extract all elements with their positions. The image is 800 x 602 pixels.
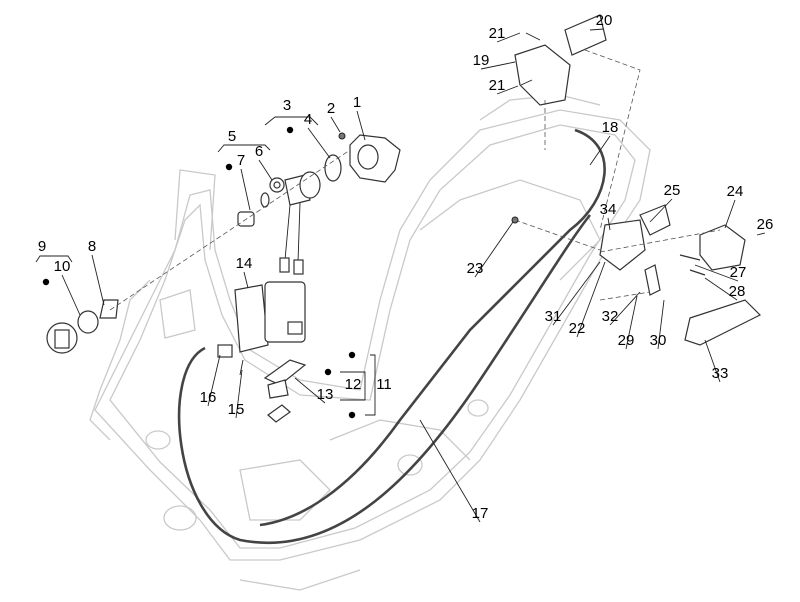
cable-18: [259, 128, 606, 527]
callout-25: 25: [664, 182, 681, 199]
leader-line-30: [657, 299, 665, 350]
leader-line-21: [496, 32, 521, 43]
leader-line-23: [474, 221, 514, 278]
callout-22: 22: [569, 320, 586, 337]
bullet-dot-icon: [42, 278, 50, 286]
callout-26: 26: [757, 216, 774, 233]
actuator-part: [699, 224, 746, 271]
callout-1: 1: [353, 94, 361, 111]
callout-7: 7: [237, 152, 245, 169]
leader-line-17: [419, 419, 481, 523]
callout-24: 24: [727, 183, 744, 200]
callout-3: 3: [283, 97, 291, 114]
group-bracket-9: [35, 255, 73, 263]
group-bracket-11: [365, 354, 376, 416]
callout-29: 29: [618, 332, 635, 349]
callout-19: 19: [473, 52, 490, 69]
leader-line-34: [607, 217, 611, 231]
lever-part: [684, 299, 762, 346]
lock-cylinder-part: [324, 154, 342, 182]
seat-latch-bracket-part: [514, 44, 571, 106]
leader-line-6: [258, 159, 273, 181]
leader-line-29: [625, 295, 638, 350]
leader-line-33: [704, 339, 721, 383]
leader-line-32: [609, 291, 641, 326]
group-bracket-3: [264, 116, 319, 126]
latch-part: [599, 219, 646, 271]
cable-17: [177, 214, 592, 545]
leader-line-8: [91, 254, 105, 306]
bracket-part: [234, 284, 269, 353]
bullet-dot-icon: [348, 351, 356, 359]
callout-23: 23: [467, 260, 484, 277]
callout-27: 27: [730, 264, 747, 281]
leader-line-10: [61, 274, 81, 316]
callout-16: 16: [200, 389, 217, 406]
callout-6: 6: [255, 143, 263, 160]
callout-33: 33: [712, 365, 729, 382]
leader-line-7: [240, 168, 251, 211]
leader-line-21: [496, 85, 519, 95]
leader-line-27: [694, 264, 739, 282]
leader-line-1: [356, 110, 366, 141]
callout-4: 4: [304, 111, 312, 128]
callout-13: 13: [317, 386, 334, 403]
leader-line-20: [589, 28, 605, 31]
callout-31: 31: [545, 308, 562, 325]
leader-line-18: [589, 135, 611, 166]
leader-line-31: [552, 261, 601, 326]
callout-34: 34: [600, 201, 617, 218]
callout-11: 11: [376, 376, 392, 393]
callout-30: 30: [650, 332, 667, 349]
callout-2: 2: [327, 100, 335, 117]
group-bracket-5: [217, 144, 271, 153]
callout-5: 5: [228, 128, 236, 145]
callout-21: 21: [489, 25, 506, 42]
leader-line-25: [649, 198, 673, 223]
bullet-dot-icon: [225, 163, 233, 171]
callout-12: 12: [345, 376, 362, 393]
leader-line-26: [756, 232, 766, 236]
callout-21: 21: [489, 77, 506, 94]
leader-line-19: [480, 61, 516, 70]
leader-line-16: [207, 354, 221, 407]
callout-17: 17: [472, 505, 489, 522]
bullet-dot-icon: [324, 368, 332, 376]
bullet-dot-icon: [348, 411, 356, 419]
leader-line-15: [235, 369, 243, 419]
callout-28: 28: [729, 283, 746, 300]
leader-line-4: [307, 127, 331, 159]
callout-18: 18: [602, 119, 619, 136]
bullet-dot-icon: [286, 126, 294, 134]
callout-10: 10: [54, 258, 71, 275]
leader-line-2: [330, 116, 341, 133]
parts: [46, 14, 762, 545]
callout-9: 9: [38, 238, 46, 255]
nut-part: [338, 132, 346, 140]
leader-line-13: [294, 377, 326, 404]
group-bracket-12: [340, 371, 366, 401]
leader-line-28: [704, 277, 738, 301]
scooter-frame: [89, 94, 651, 591]
leader-line-24: [724, 199, 736, 229]
callout-32: 32: [602, 308, 619, 325]
callout-8: 8: [88, 238, 96, 255]
callout-15: 15: [228, 401, 245, 418]
callout-20: 20: [596, 12, 613, 29]
leader-line-22: [576, 261, 606, 338]
callout-labels: 1234567891011121314151617181920212122232…: [38, 12, 774, 522]
leader-lines: [35, 28, 766, 523]
leader-line-14: [243, 271, 249, 289]
callout-14: 14: [236, 255, 253, 272]
